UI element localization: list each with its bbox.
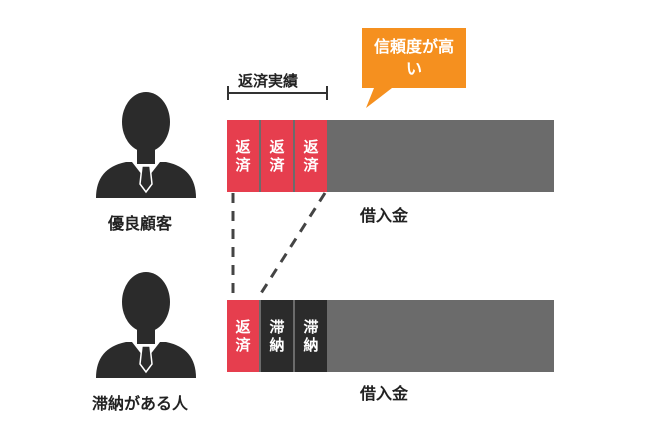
top-segment-3: 返済 [295, 120, 327, 192]
top-person-label: 優良顧客 [108, 214, 173, 233]
top-bar-label: 借入金 [360, 206, 409, 225]
bottom-segment-1: 返済 [227, 300, 259, 372]
bottom-segment-2: 滞納 [261, 300, 293, 372]
businessman-icon [96, 92, 196, 198]
top-segment-1: 返済 [227, 120, 259, 192]
bracket-label: 返済実績 [238, 72, 299, 90]
callout-bubble: 信頼度が高い [362, 28, 466, 88]
businessman-icon [96, 272, 196, 378]
callout-tail [366, 88, 392, 108]
bottom-segment-3: 滞納 [295, 300, 327, 372]
dashed-connector-right [256, 192, 327, 299]
bracket [227, 86, 328, 100]
bottom-bar-label: 借入金 [360, 384, 409, 403]
top-segment-2: 返済 [261, 120, 293, 192]
bottom-person-label: 滞納がある人 [92, 394, 189, 413]
callout-text: 信頼度が高い [373, 37, 454, 78]
